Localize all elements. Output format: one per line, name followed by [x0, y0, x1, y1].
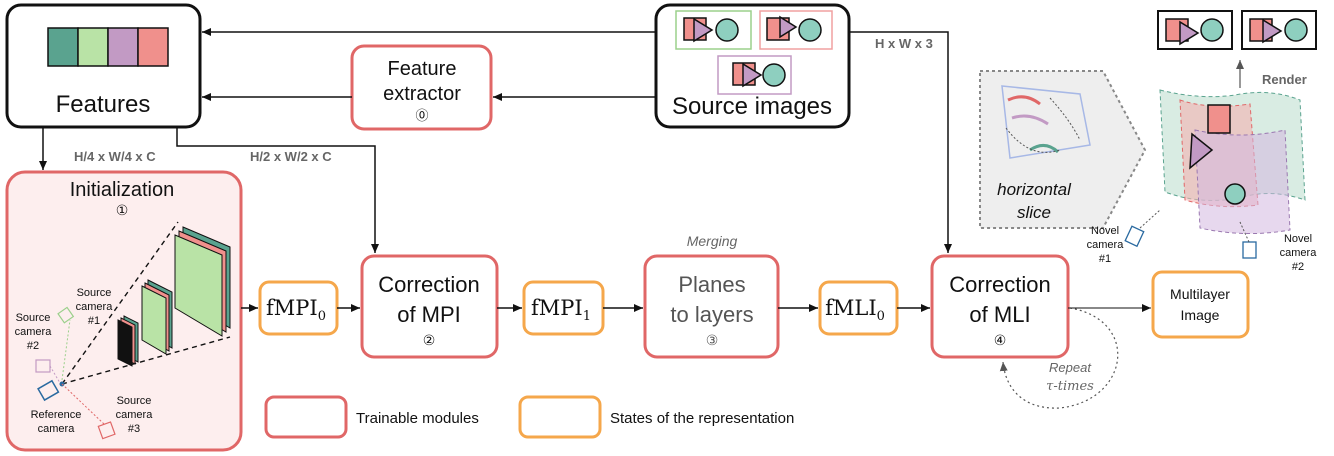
- state-fmpi0: fMPI0: [258, 280, 339, 336]
- slice-line2: slice: [1017, 203, 1051, 222]
- src-cam2-b: camera: [15, 326, 53, 338]
- correction-mli-line2: of MLI: [969, 302, 1030, 327]
- feature-extractor-num: ⓪: [415, 108, 428, 123]
- correction-mpi-line2: of MPI: [397, 302, 461, 327]
- planes-line2: to layers: [670, 302, 753, 327]
- state-fmpi1: fMPI1: [522, 280, 605, 336]
- fmpi0-sub: 0: [318, 309, 326, 324]
- correction-mpi-line1: Correction: [378, 272, 479, 297]
- feature-extractor-line2: extractor: [383, 83, 461, 105]
- dim-hw3: H x W x 3: [875, 36, 933, 51]
- source-camera-1-icon: [57, 306, 75, 381]
- feature-extractor-box: Feature extractor ⓪: [350, 44, 493, 131]
- fmpi0-label: fMPI: [266, 296, 318, 320]
- src-cam3-b: camera: [116, 409, 154, 421]
- feature-extractor-line1: Feature: [388, 58, 457, 80]
- dim-h4: H/4 x W/4 x C: [74, 149, 156, 164]
- svg-text:fMPI1: fMPI1: [531, 296, 591, 324]
- novel2-a: Novel: [1284, 233, 1312, 245]
- src-cam2-c: #2: [27, 340, 39, 352]
- source-images-box: Source images: [654, 3, 851, 129]
- novel-camera-2-icon: [1239, 221, 1257, 259]
- source-camera-3-icon: [61, 383, 116, 440]
- repeat-line1: Repeat: [1049, 360, 1092, 375]
- src-cam1-a: Source: [77, 287, 112, 299]
- features-label: Features: [56, 91, 151, 118]
- plane-stack-far: [174, 226, 231, 337]
- fmli0-label: fMLI: [825, 296, 877, 320]
- correction-mli-box: Correction of MLI ④: [930, 254, 1070, 359]
- merging-label: Merging: [687, 233, 738, 249]
- planes-num: ③: [706, 332, 719, 348]
- novel2-b: camera: [1280, 247, 1318, 259]
- src-cam3-c: #3: [128, 423, 140, 435]
- correction-mli-line1: Correction: [949, 272, 1050, 297]
- novel1-a: Novel: [1091, 225, 1119, 237]
- state-fmli0: fMLI0: [818, 280, 899, 336]
- correction-mpi-num: ②: [423, 332, 436, 348]
- ref-cam-a: Reference: [31, 409, 82, 421]
- novel1-c: #1: [1099, 253, 1111, 265]
- legend-states-swatch: [518, 395, 602, 439]
- repeat-line2: τ-times: [1046, 379, 1094, 394]
- src-cam1-c: #1: [88, 315, 100, 327]
- slice-line1: horizontal: [997, 180, 1072, 199]
- legend-states-label: States of the representation: [610, 410, 794, 427]
- planes-to-layers-box: Planes to layers ③: [643, 254, 780, 359]
- fmli0-sub: 0: [877, 309, 885, 324]
- legend-trainable-swatch: [264, 395, 348, 439]
- layered-scene: [1159, 89, 1306, 235]
- initialization-title: Initialization: [70, 179, 175, 201]
- feature-color-strip: [47, 27, 169, 67]
- multilayer-image-box: Multilayer Image: [1151, 270, 1250, 339]
- initialization-num: ①: [116, 202, 129, 218]
- initialization-box: Initialization ① Source camera #1: [5, 170, 243, 452]
- plane-stack-near: [117, 315, 139, 367]
- source-camera-2-icon: [35, 359, 61, 384]
- src-cam1-b: camera: [76, 301, 114, 313]
- planes-line1: Planes: [678, 272, 745, 297]
- horizontal-slice-callout: horizontal slice: [979, 70, 1147, 229]
- novel1-b: camera: [1087, 239, 1125, 251]
- novel-camera-1-icon: [1124, 209, 1161, 248]
- source-images-label: Source images: [672, 93, 832, 120]
- rendered-view-1: [1157, 10, 1233, 50]
- src-cam2-a: Source: [16, 312, 51, 324]
- correction-mli-num: ④: [994, 332, 1007, 348]
- multilayer-line1: Multilayer: [1170, 286, 1230, 302]
- dim-h2: H/2 x W/2 x C: [250, 149, 332, 164]
- plane-stack-mid: [141, 279, 173, 355]
- legend: Trainable modules States of the represen…: [264, 395, 794, 439]
- rendered-view-2: [1241, 10, 1317, 50]
- correction-mpi-box: Correction of MPI ②: [360, 254, 499, 359]
- fmpi1-sub: 1: [583, 309, 591, 324]
- novel2-c: #2: [1292, 261, 1304, 273]
- src-cam3-a: Source: [117, 395, 152, 407]
- svg-text:fMPI0: fMPI0: [266, 296, 326, 324]
- multilayer-line2: Image: [1181, 307, 1220, 323]
- ref-cam-b: camera: [38, 423, 76, 435]
- features-box: Features: [5, 3, 202, 129]
- fmpi1-label: fMPI: [531, 296, 583, 320]
- svg-text:fMLI0: fMLI0: [825, 296, 885, 324]
- render-label: Render: [1262, 72, 1307, 87]
- legend-trainable-label: Trainable modules: [356, 410, 479, 427]
